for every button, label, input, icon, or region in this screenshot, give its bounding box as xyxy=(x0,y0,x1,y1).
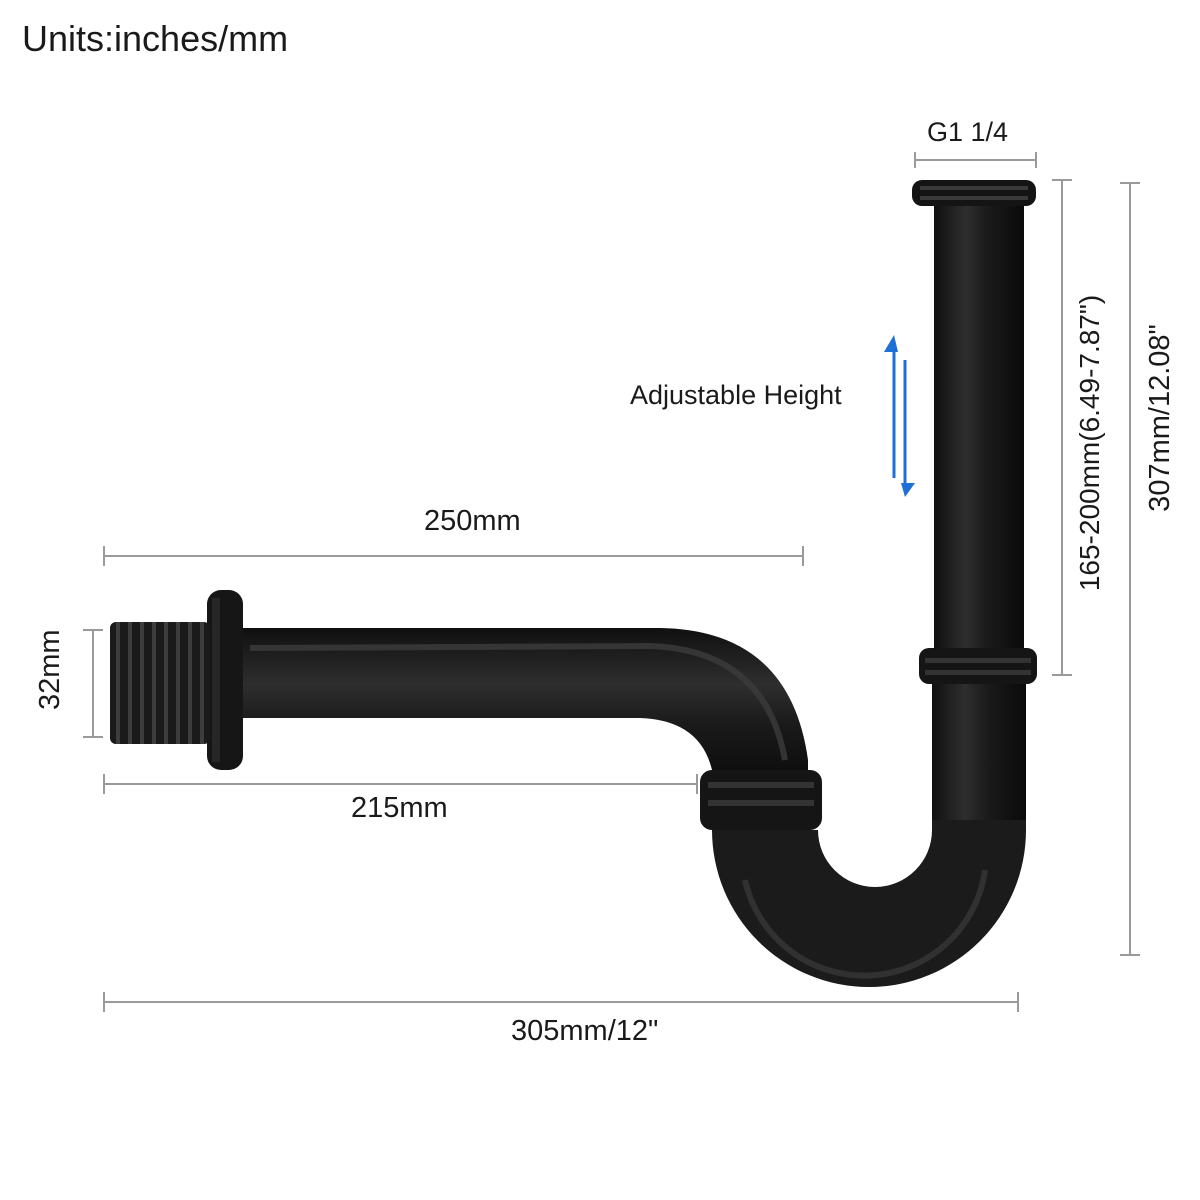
dimension-lines xyxy=(83,152,1140,1012)
adjustable-height-label: Adjustable Height xyxy=(630,380,842,410)
p-trap-pipe xyxy=(110,180,1037,987)
total-width-label: 305mm/12" xyxy=(511,1015,659,1047)
horizontal-length-label: 215mm xyxy=(351,792,448,824)
outlet-length-label: 250mm xyxy=(424,505,521,537)
height-range-label: 165-200mm(6.49-7.87") xyxy=(1074,294,1105,592)
up-down-arrows-icon xyxy=(884,335,915,497)
units-label: Units:inches/mm xyxy=(22,18,289,59)
inlet-thread-label: G1 1/4 xyxy=(927,117,1009,147)
total-height-label: 307mm/12.08" xyxy=(1144,324,1176,512)
outlet-diameter-label: 32mm xyxy=(34,629,66,710)
